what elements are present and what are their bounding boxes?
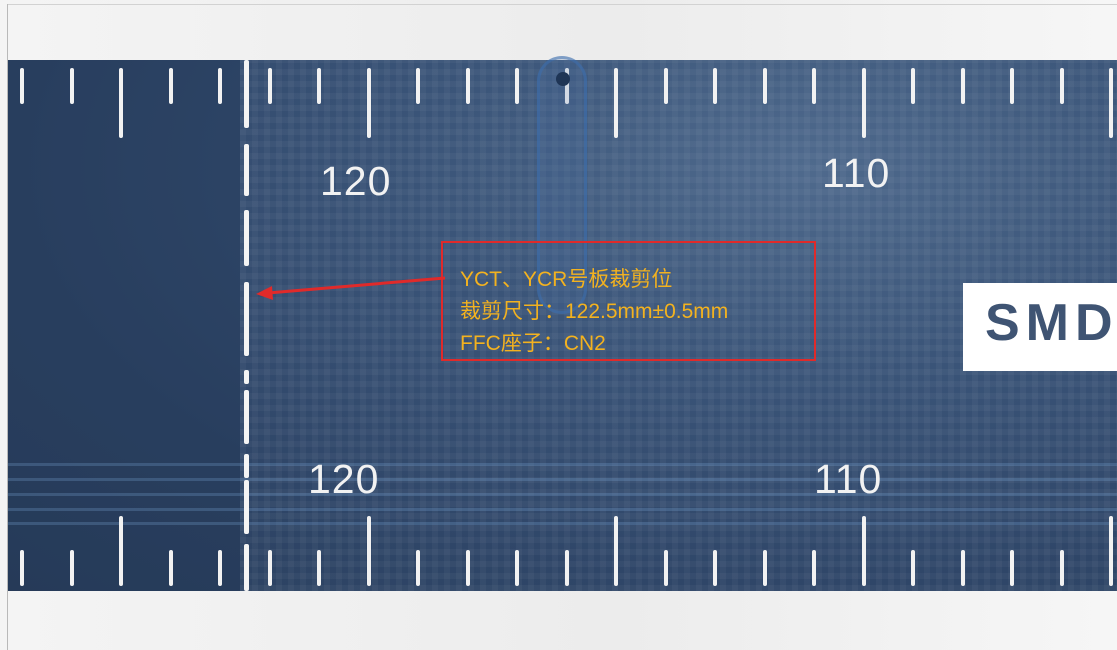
ruler-minor-tick xyxy=(465,68,470,104)
ruler-minor-tick xyxy=(1059,68,1064,104)
ruler-major-tick xyxy=(1109,68,1113,138)
ruler-minor-tick xyxy=(960,68,965,104)
frame-left-border xyxy=(7,4,8,650)
board-trace-stripe xyxy=(8,478,1117,481)
ruler-minor-tick xyxy=(69,550,74,586)
ruler-minor-tick xyxy=(960,550,965,586)
board-trace-stripe xyxy=(8,493,1117,496)
ruler-minor-tick xyxy=(713,68,717,104)
ruler-minor-tick xyxy=(564,550,569,586)
ruler-label-lower-110: 110 xyxy=(814,456,883,502)
cut-line-dash xyxy=(244,480,249,534)
annotation-line-cut-position: YCT、YCR号板裁剪位 xyxy=(460,268,673,291)
ruler-minor-tick xyxy=(317,68,321,104)
ruler-minor-tick xyxy=(317,550,321,586)
ruler-minor-tick xyxy=(20,68,24,104)
board-trace-stripe xyxy=(8,463,1117,466)
ruler-minor-tick xyxy=(515,68,519,104)
ruler-minor-tick xyxy=(663,68,668,104)
ruler-label-lower-120: 120 xyxy=(308,456,380,502)
frame-top-border xyxy=(7,4,1117,5)
ruler-minor-tick xyxy=(218,68,222,104)
smd-label-text: SMD xyxy=(985,294,1117,352)
ruler-major-tick xyxy=(861,68,866,138)
ruler-minor-tick xyxy=(69,68,74,104)
board-trace-stripe xyxy=(8,522,1117,525)
smd-label-box: SMD xyxy=(963,283,1117,371)
cut-line-dash xyxy=(244,296,249,356)
ruler-minor-tick xyxy=(20,550,24,586)
cut-line-dash xyxy=(244,210,249,266)
ruler-minor-tick xyxy=(564,68,569,104)
ruler-major-tick xyxy=(366,68,371,138)
ruler-label-upper-110: 110 xyxy=(822,150,891,196)
cut-line-dash xyxy=(244,60,249,128)
ruler-major-tick xyxy=(614,68,618,138)
ruler-label-upper-120: 120 xyxy=(320,158,392,204)
ruler-minor-tick xyxy=(218,550,222,586)
ruler-minor-tick xyxy=(812,550,816,586)
cut-line-dash xyxy=(244,454,249,478)
ruler-minor-tick xyxy=(911,68,915,104)
ruler-minor-tick xyxy=(267,68,272,104)
ruler-major-tick xyxy=(119,516,123,586)
cut-line-dashed xyxy=(244,60,250,591)
ruler-minor-tick xyxy=(762,68,767,104)
ruler-minor-tick xyxy=(465,550,470,586)
board-mounting-slot xyxy=(537,56,587,314)
cut-line-dash xyxy=(244,144,249,196)
cut-line-dash xyxy=(244,282,249,302)
ruler-minor-tick xyxy=(1010,550,1014,586)
ruler-minor-tick xyxy=(168,550,173,586)
ruler-major-tick xyxy=(366,516,371,586)
ruler-minor-tick xyxy=(663,550,668,586)
ruler-minor-tick xyxy=(1059,550,1064,586)
slot-hole xyxy=(556,72,570,86)
ruler-minor-tick xyxy=(515,550,519,586)
board-trim-region xyxy=(8,60,240,591)
cut-line-dash xyxy=(244,544,249,591)
cut-line-dash xyxy=(244,390,249,444)
board-trace-stripe xyxy=(8,508,1117,511)
ruler-minor-tick xyxy=(1010,68,1014,104)
ruler-minor-tick xyxy=(168,68,173,104)
ruler-major-tick xyxy=(119,68,123,138)
ruler-minor-tick xyxy=(762,550,767,586)
ruler-minor-tick xyxy=(416,68,420,104)
ruler-minor-tick xyxy=(267,550,272,586)
cut-line-dash xyxy=(244,370,249,384)
ruler-major-tick xyxy=(614,516,618,586)
ruler-major-tick xyxy=(861,516,866,586)
annotation-line-cut-size: 裁剪尺寸：122.5mm±0.5mm xyxy=(460,300,729,323)
annotation-callout: YCT、YCR号板裁剪位 裁剪尺寸：122.5mm±0.5mm FFC座子：CN… xyxy=(441,241,816,361)
ruler-minor-tick xyxy=(911,550,915,586)
ruler-major-tick xyxy=(1109,516,1113,586)
annotation-line-connector: FFC座子：CN2 xyxy=(460,332,606,355)
ruler-minor-tick xyxy=(713,550,717,586)
ruler-minor-tick xyxy=(812,68,816,104)
ruler-minor-tick xyxy=(416,550,420,586)
